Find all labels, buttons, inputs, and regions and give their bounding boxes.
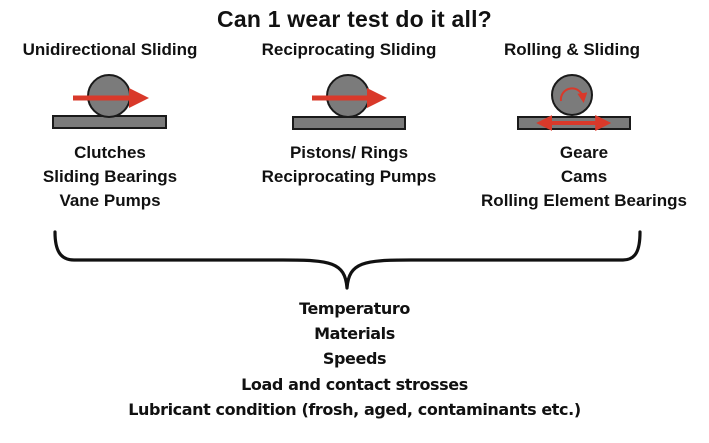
page-title: Can 1 wear test do it all?	[217, 6, 492, 32]
application-item: Reciprocating Pumps	[261, 167, 437, 186]
plate-icon	[292, 116, 406, 130]
curly-brace-icon	[53, 230, 642, 290]
application-item: Pistons/ Rings	[289, 143, 409, 162]
factors-list: Temperaturo Materials Speeds Load and co…	[0, 296, 709, 422]
factor-item: Materials	[314, 324, 395, 344]
applications-unidirectional: Clutches Sliding Bearings Vane Pumps	[2, 141, 218, 213]
factor-item: Lubricant condition (frosh, aged, contam…	[128, 399, 581, 419]
application-item: Clutches	[74, 143, 146, 162]
application-item: Geare	[559, 143, 609, 162]
column-header-rolling: Rolling & Sliding	[504, 40, 640, 59]
rotation-arrow-icon	[559, 87, 588, 103]
application-item: Cams	[560, 167, 608, 186]
applications-reciprocating: Pistons/ Rings Reciprocating Pumps	[241, 141, 457, 189]
column-header-reciprocating: Reciprocating Sliding	[261, 40, 437, 59]
factor-item: Speeds	[322, 349, 387, 369]
reciprocating-sliding-icon	[292, 74, 406, 130]
factor-item: Load and contact strosses	[241, 374, 468, 394]
ball-icon	[551, 74, 593, 116]
factor-item: Temperaturo	[299, 299, 410, 318]
column-header-unidirectional: Unidirectional Sliding	[22, 40, 198, 59]
application-item: Rolling Element Bearings	[481, 191, 687, 210]
application-item: Sliding Bearings	[42, 167, 178, 186]
rolling-sliding-icon	[517, 74, 631, 131]
unidirectional-sliding-icon	[52, 74, 167, 129]
application-item: Vane Pumps	[59, 191, 161, 210]
applications-rolling: Geare Cams Rolling Element Bearings	[459, 141, 709, 213]
